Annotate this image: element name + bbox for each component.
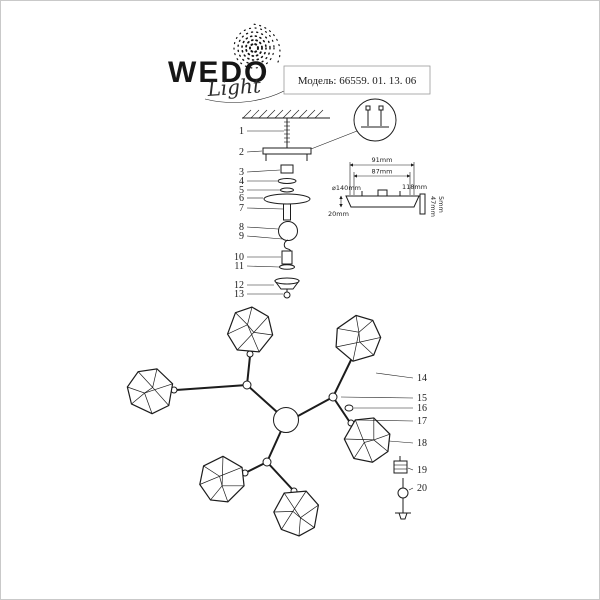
ceiling-hatch: [242, 109, 330, 119]
model-box-frame: [283, 65, 431, 95]
ceiling-mount-assembly: [242, 109, 330, 299]
brand-flourish: [204, 90, 285, 103]
svg-text:5: 5: [239, 185, 244, 196]
chandelier-body: [122, 304, 400, 539]
ball-joint: [278, 221, 298, 241]
right-callouts: 14 15 16 17 18 19 20: [340, 372, 427, 494]
svg-text:7: 7: [239, 203, 244, 214]
detail-screws: [361, 105, 389, 128]
callout-9: 9: [239, 231, 283, 242]
model-box: Модель: 66559. 01. 13. 06: [283, 65, 431, 95]
callout-13: 13: [234, 289, 283, 300]
callout-6: 6: [239, 193, 263, 204]
svg-text:11: 11: [234, 261, 244, 272]
svg-text:15: 15: [417, 393, 427, 404]
callout-7: 7: [239, 203, 284, 214]
callout-14: 14: [375, 372, 427, 384]
logo-swirl-icon: [233, 23, 281, 69]
svg-text:13: 13: [234, 289, 244, 300]
socket-part: [393, 456, 408, 474]
brand-wordmark: WEDO: [168, 56, 269, 89]
callout-18: 18: [388, 438, 427, 449]
dim-20-label: 20mm: [328, 210, 349, 218]
svg-text:10: 10: [234, 252, 244, 263]
callout-17: 17: [355, 416, 427, 427]
dim-87-label: 87mm: [372, 168, 393, 176]
down-tube: [283, 203, 291, 221]
svg-text:4: 4: [239, 176, 244, 187]
svg-text:16: 16: [417, 403, 427, 414]
callout-4: 4: [239, 176, 277, 187]
svg-text:12: 12: [234, 280, 244, 291]
lock-nut: [280, 164, 294, 174]
cone-holder: [274, 277, 300, 290]
connector-sleeve: [281, 250, 293, 265]
arm-b: [297, 396, 334, 417]
dim-5-label: 5mm: [437, 196, 445, 213]
mounting-bracket: [262, 147, 312, 161]
svg-text:8: 8: [239, 222, 244, 233]
washer-small: [280, 187, 294, 193]
callout-15: 15: [340, 393, 427, 404]
svg-text:14: 14: [417, 373, 427, 384]
canopy-section: [345, 189, 420, 208]
arm-b2: [332, 396, 350, 422]
arm-b1: [332, 357, 353, 398]
model-label: Модель: 66559. 01. 13. 06: [298, 75, 417, 87]
left-callouts: 1 2 3 4 5 6 7 8 9 10 11 12 13: [234, 126, 284, 300]
brand-logo: WEDO Light: [168, 23, 285, 103]
washer-lower: [279, 264, 295, 270]
arm-a1: [246, 355, 251, 386]
arm-clip: [344, 404, 354, 412]
side-bracket-section: [419, 193, 426, 215]
dim-47-label: 47mm: [429, 196, 437, 217]
svg-text:17: 17: [417, 416, 427, 427]
washer-top: [277, 178, 297, 184]
callout-16: 16: [354, 403, 427, 414]
callout-20: 20: [408, 483, 427, 494]
brand-script-word: Light: [206, 73, 263, 101]
arm-a2: [175, 384, 248, 391]
detail-circle: [310, 98, 397, 150]
svg-text:1: 1: [239, 126, 244, 137]
detail-leader: [310, 130, 358, 150]
joint-b: [328, 392, 338, 402]
svg-text:6: 6: [239, 193, 244, 204]
callout-12: 12: [234, 280, 274, 291]
dim-118-label: 118mm: [402, 183, 427, 191]
dim-91-label: 91mm: [372, 156, 393, 164]
svg-text:20: 20: [417, 483, 427, 494]
finial: [283, 289, 291, 299]
threaded-rod: [284, 118, 290, 148]
joint-c: [262, 457, 272, 467]
callout-19: 19: [407, 465, 427, 476]
callout-5: 5: [239, 185, 280, 196]
svg-text:9: 9: [239, 231, 244, 242]
svg-text:18: 18: [417, 438, 427, 449]
dimension-drawing: 91mm 87mm ⌀140mm 118mm 20mm 47mm 5mm: [328, 156, 445, 218]
arm-a: [246, 384, 278, 413]
chandelier-hub: [273, 407, 299, 433]
callout-8: 8: [239, 222, 279, 233]
dim-diameter-label: ⌀140mm: [332, 184, 361, 192]
callout-11: 11: [234, 261, 280, 272]
arm-c: [266, 430, 282, 463]
svg-text:2: 2: [239, 147, 244, 158]
svg-text:3: 3: [239, 167, 244, 178]
callout-3: 3: [239, 167, 281, 178]
callout-1: 1: [239, 126, 284, 137]
joint-a: [242, 380, 252, 390]
bulb-part: [395, 478, 411, 520]
callout-10: 10: [234, 252, 281, 263]
arm-c2: [266, 461, 293, 490]
ceiling-canopy: [263, 193, 311, 205]
callout-2: 2: [239, 147, 263, 158]
svg-text:19: 19: [417, 465, 427, 476]
